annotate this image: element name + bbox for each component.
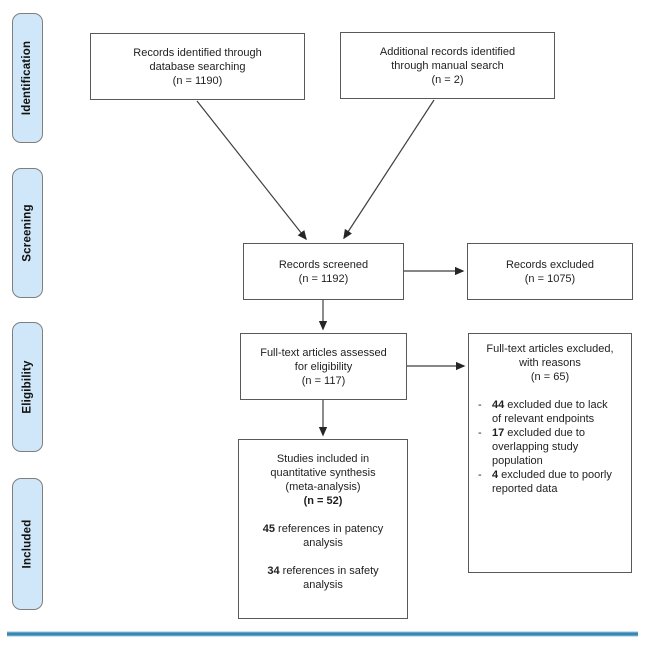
exclusion-reason-item: - 4 excluded due to poorly reported data [478, 468, 625, 496]
reason-count: 44 [492, 399, 505, 411]
box-additional-records-line2: through manual search [391, 59, 504, 72]
arrow-manual-to-screened [343, 99, 435, 240]
patency-analysis-line2: analysis [303, 537, 343, 549]
box-additional-records: Additional records identified through ma… [340, 32, 555, 99]
safety-text: references in safety [279, 565, 379, 577]
stage-eligibility: Eligibility [12, 322, 43, 452]
reason-text: excluded due to overlapping study popula… [492, 427, 585, 467]
box-studies-included-count: (n = 52) [303, 495, 343, 507]
box-studies-included-line1: Studies included in [276, 453, 370, 465]
exclusion-reasons-list: - 44 excluded due to lack of relevant en… [469, 398, 631, 496]
reason-text: excluded due to lack of relevant endpoin… [492, 399, 608, 425]
spacer [239, 550, 407, 564]
stage-identification: Identification [12, 13, 43, 143]
reason-count: 17 [492, 427, 505, 439]
box-records-excluded-line1: Records excluded [505, 258, 595, 271]
box-records-excluded: Records excluded (n = 1075) [467, 243, 633, 300]
box-full-text-assessed-count: (n = 117) [301, 374, 346, 387]
exclusion-reason-item: - 17 excluded due to overlapping study p… [478, 426, 625, 468]
box-full-text-assessed-line2: for eligibility [294, 360, 353, 373]
reason-count: 4 [492, 469, 499, 481]
patency-text: references in patency [275, 523, 384, 535]
stage-included: Included [12, 478, 43, 610]
box-records-identified: Records identified through database sear… [90, 33, 305, 100]
box-records-screened-line1: Records screened [278, 258, 369, 271]
box-records-identified-line2: database searching [149, 60, 246, 73]
box-studies-included: Studies included in quantitative synthes… [238, 439, 408, 619]
box-records-excluded-count: (n = 1075) [524, 272, 576, 285]
box-additional-records-count: (n = 2) [431, 73, 464, 86]
patency-count: 45 [262, 523, 275, 535]
box-full-text-excluded-line1: Full-text articles excluded, [486, 343, 614, 355]
stage-screening-label: Screening [21, 204, 34, 262]
box-studies-included-line2: quantitative synthesis [270, 467, 376, 479]
stage-included-label: Included [21, 519, 34, 569]
stage-eligibility-label: Eligibility [21, 360, 34, 414]
exclusion-reason-item: - 44 excluded due to lack of relevant en… [478, 398, 625, 426]
arrow-db-to-screened [196, 100, 307, 241]
box-full-text-assessed: Full-text articles assessed for eligibil… [240, 333, 407, 400]
bullet-dash: - [478, 469, 482, 481]
bullet-dash: - [478, 427, 482, 439]
safety-count: 34 [267, 565, 280, 577]
stage-identification-label: Identification [21, 40, 34, 116]
box-full-text-assessed-line1: Full-text articles assessed [260, 346, 387, 359]
spacer [239, 508, 407, 522]
box-additional-records-line1: Additional records identified [379, 45, 516, 58]
box-records-identified-line1: Records identified through [133, 46, 262, 59]
box-full-text-excluded-line2: with reasons [519, 357, 581, 369]
bullet-dash: - [478, 399, 482, 411]
stage-screening: Screening [12, 168, 43, 298]
box-records-screened: Records screened (n = 1192) [243, 243, 404, 300]
box-full-text-excluded-count: (n = 65) [530, 371, 570, 383]
bottom-accent-rule [7, 631, 638, 637]
box-records-screened-count: (n = 1192) [298, 272, 349, 285]
safety-analysis-line2: analysis [303, 579, 343, 591]
safety-analysis-line: 34 references in safety [239, 564, 407, 578]
patency-analysis-line: 45 references in patency [239, 522, 407, 536]
box-records-identified-count: (n = 1190) [172, 74, 223, 87]
box-studies-included-line3: (meta-analysis) [285, 481, 361, 493]
box-full-text-excluded: Full-text articles excluded, with reason… [468, 333, 632, 573]
reason-text: excluded due to poorly reported data [492, 469, 612, 495]
